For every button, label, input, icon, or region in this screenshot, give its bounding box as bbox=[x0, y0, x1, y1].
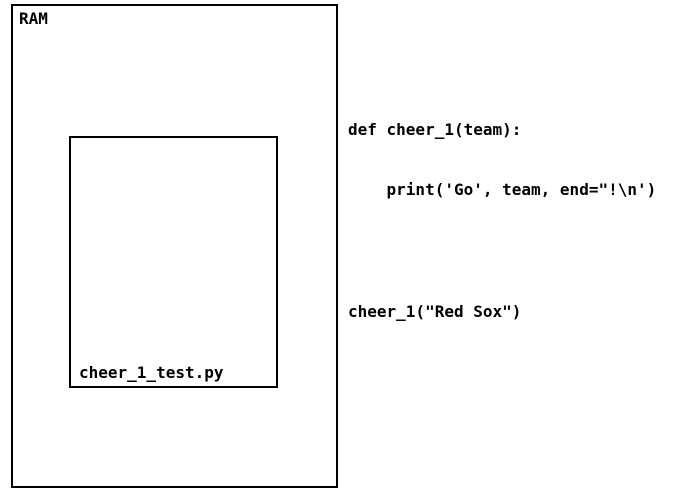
code-line-print: print('Go', team, end="!\n') bbox=[348, 180, 657, 199]
code-line-def: def cheer_1(team): bbox=[348, 120, 522, 139]
code-line-call: cheer_1("Red Sox") bbox=[348, 302, 522, 321]
file-box: cheer_1_test.py bbox=[69, 136, 278, 388]
ram-box: RAM bbox=[11, 4, 338, 488]
code-block: def cheer_1(team): print('Go', team, end… bbox=[348, 80, 656, 342]
ram-label: RAM bbox=[19, 9, 48, 28]
code-gap bbox=[348, 240, 656, 262]
file-label: cheer_1_test.py bbox=[79, 363, 224, 382]
